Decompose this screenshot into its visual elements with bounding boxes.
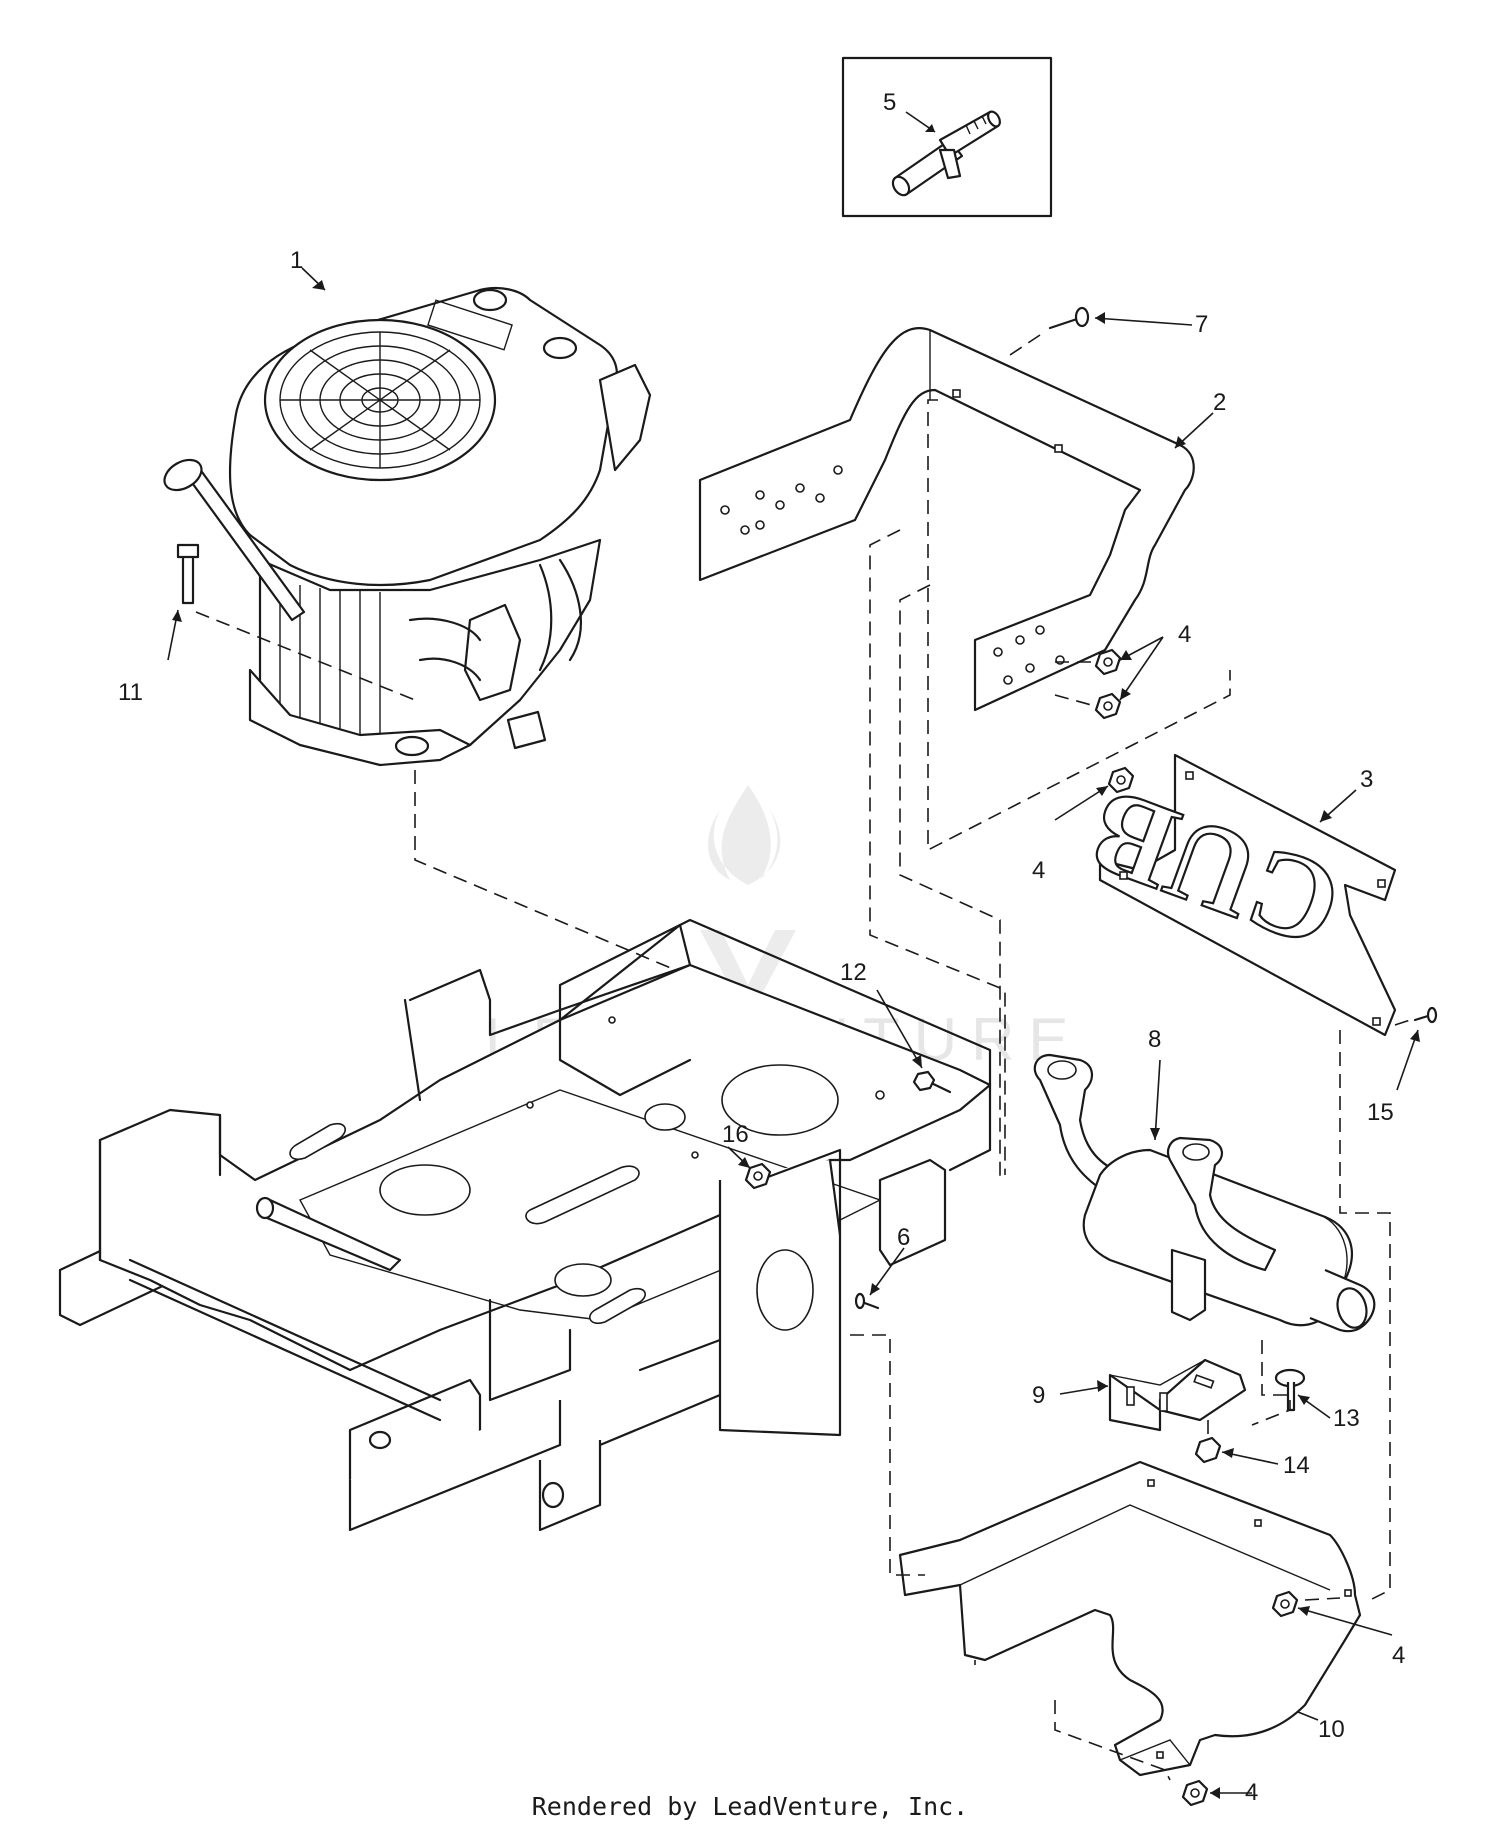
part-5-inset (841, 56, 1053, 218)
callout-5: 5 (883, 89, 896, 116)
callout-4-shield: 4 (1392, 1642, 1405, 1669)
leader-lines (167, 267, 1420, 1799)
callout-14: 14 (1283, 1452, 1310, 1479)
callout-9: 9 (1032, 1382, 1045, 1409)
bolt-part-7 (1048, 306, 1090, 330)
bracket-part-9 (1108, 1358, 1247, 1432)
callout-7: 7 (1195, 311, 1208, 338)
screw-part-6 (854, 1292, 880, 1310)
bolt-part-12 (912, 1070, 952, 1094)
bolt-part-11 (176, 543, 200, 605)
nut-part-4-plate (1107, 766, 1135, 794)
cub-plate-part-3: CUB (1072, 753, 1397, 1037)
callout-16: 16 (722, 1121, 749, 1148)
watermark-logo (700, 785, 796, 1020)
callout-15: 15 (1367, 1099, 1394, 1126)
callout-4-bracket: 4 (1178, 621, 1191, 648)
fitting-part-5 (891, 110, 1001, 197)
muffler-part-8 (1033, 1053, 1376, 1333)
callout-6: 6 (897, 1224, 910, 1251)
nut-part-16 (744, 1162, 772, 1190)
nut-part-4-bottom (1181, 1779, 1209, 1807)
bolt-part-13 (1274, 1368, 1306, 1412)
nut-part-4-shield (1271, 1590, 1299, 1618)
callout-11: 11 (118, 679, 143, 706)
callout-10: 10 (1318, 1716, 1345, 1743)
bracket-part-2 (698, 327, 1195, 712)
nut-part-14 (1194, 1436, 1222, 1464)
callout-3: 3 (1360, 766, 1373, 793)
callout-8: 8 (1148, 1026, 1161, 1053)
callout-4-bottom: 4 (1245, 1779, 1258, 1806)
engine-part-1 (163, 286, 652, 767)
callout-1: 1 (290, 247, 303, 274)
callout-4-plate: 4 (1032, 857, 1045, 884)
nut-part-4-upper (1094, 648, 1122, 720)
screw-part-15 (1413, 1006, 1438, 1024)
callout-12: 12 (840, 959, 867, 986)
footer-credit: Rendered by LeadVenture, Inc. (531, 1792, 969, 1821)
callout-13: 13 (1333, 1405, 1360, 1432)
callout-2: 2 (1213, 389, 1226, 416)
heat-shield-part-10 (898, 1460, 1362, 1777)
frame-assembly (58, 918, 992, 1532)
